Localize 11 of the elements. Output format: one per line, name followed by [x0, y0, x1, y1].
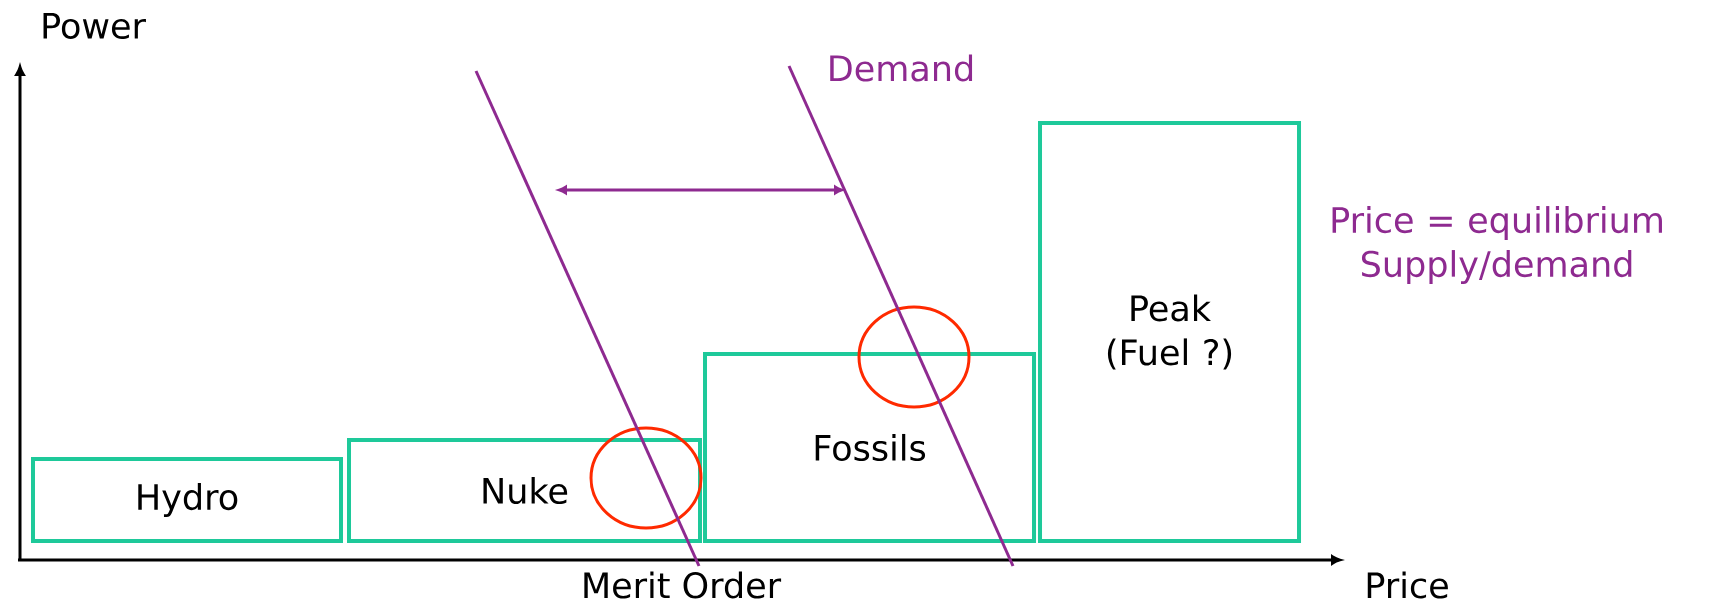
axis-label: Demand: [830, 54, 973, 82]
axis-label: Price = equilibrium Supply/demand: [1332, 206, 1662, 284]
intersection-circle: [589, 426, 703, 530]
plant-block: Nuke: [347, 438, 702, 543]
axis-label: Merit Order: [584, 571, 782, 599]
plant-block: Fossils: [703, 352, 1036, 543]
intersection-circle: [857, 305, 971, 409]
axis-label: Power: [43, 13, 146, 39]
axis-label: Price: [1367, 571, 1448, 599]
plant-block: Peak (Fuel ?): [1038, 121, 1301, 543]
plant-block: Hydro: [31, 457, 343, 543]
